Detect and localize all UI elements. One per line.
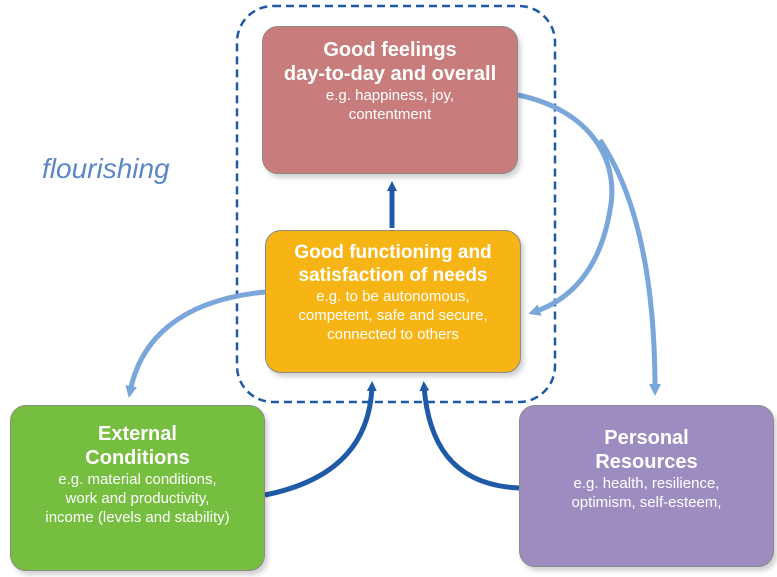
personal-resources-desc-line2: optimism, self-esteem, <box>571 494 722 511</box>
good-functioning-title-line2: satisfaction of needs <box>298 265 488 286</box>
good-feelings-box: Good feelings day-to-day and overall e.g… <box>262 26 518 174</box>
arrow-personal-to-functioning <box>419 381 520 491</box>
external-conditions-box: External Conditions e.g. material condit… <box>10 405 265 571</box>
personal-resources-desc-line1: e.g. health, resilience, <box>573 475 720 492</box>
good-feelings-desc-line2: contentment <box>348 106 432 123</box>
arrow-functioning-to-external <box>125 289 266 398</box>
personal-resources-box: Personal Resources e.g. health, resilien… <box>519 405 774 567</box>
good-functioning-desc-line1: e.g. to be autonomous, <box>316 288 470 305</box>
personal-resources-title-line1: Personal <box>604 427 689 449</box>
external-conditions-desc-line1: e.g. material conditions, <box>58 471 217 488</box>
external-conditions-desc-line3: income (levels and stability) <box>45 509 230 526</box>
flourishing-label: flourishing <box>42 153 170 184</box>
good-functioning-desc-line3: connected to others <box>327 326 459 343</box>
arrow-feelings-to-functioning <box>517 92 615 316</box>
good-feelings-title-line2: day-to-day and overall <box>283 63 497 85</box>
good-functioning-box: Good functioning and satisfaction of nee… <box>265 230 521 373</box>
good-functioning-title-line1: Good functioning and <box>294 242 492 263</box>
arrow-external-to-functioning <box>264 381 377 498</box>
external-conditions-title-line1: External <box>98 423 177 445</box>
good-functioning-desc-line2: competent, safe and secure, <box>298 307 488 324</box>
personal-resources-title-line2: Resources <box>595 451 698 473</box>
arrow-feelings-to-personal <box>597 138 661 396</box>
external-conditions-desc-line2: work and productivity, <box>65 490 210 507</box>
good-feelings-title-line1: Good feelings <box>323 39 457 61</box>
external-conditions-title-line2: Conditions <box>85 447 190 469</box>
good-feelings-desc-line1: e.g. happiness, joy, <box>325 87 455 104</box>
flourishing-boundary <box>235 4 557 404</box>
